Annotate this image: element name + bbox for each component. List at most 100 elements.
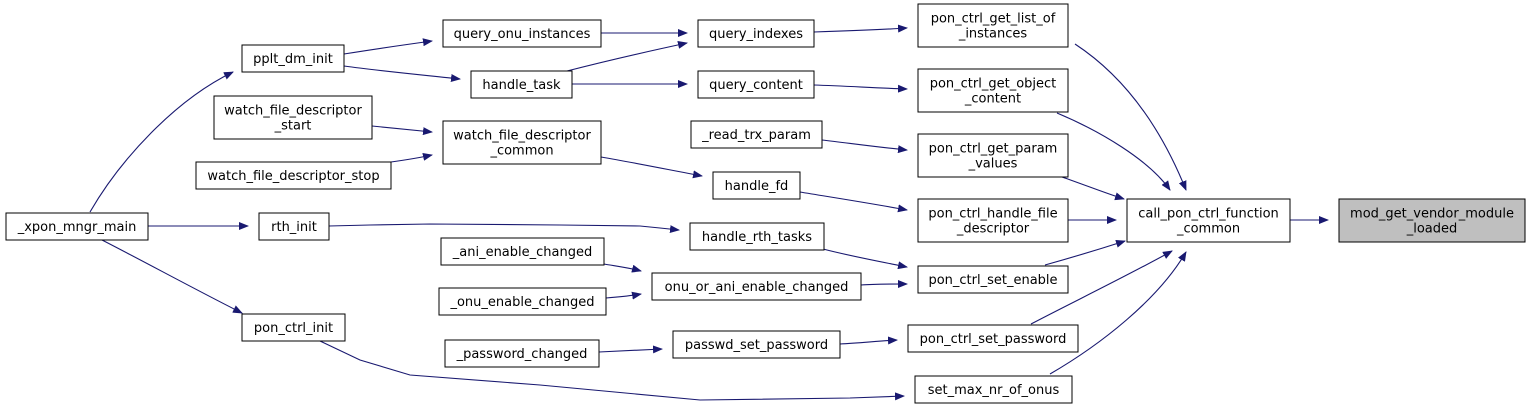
node-box	[258, 212, 330, 241]
node-label: pon_ctrl_handle_file	[928, 207, 1057, 222]
edge-arrow	[600, 156, 703, 179]
node-call[interactable]: call_pon_ctrl_function_common	[1126, 198, 1291, 243]
node-label: handle_task	[482, 78, 561, 93]
edge-arrow	[101, 239, 243, 314]
node-htask[interactable]: handle_task	[470, 70, 573, 99]
edge-qcontent-to-getobj	[813, 84, 908, 93]
edge-setmax-to-call	[1049, 251, 1187, 375]
node-label: mod_get_vendor_module	[1350, 207, 1514, 222]
node-setpass[interactable]: pon_ctrl_set_password	[907, 324, 1079, 353]
node-setmax[interactable]: set_max_nr_of_onus	[914, 375, 1073, 404]
edge-arrow	[371, 125, 433, 136]
node-xpon[interactable]: _xpon_mngr_main	[5, 212, 149, 241]
node-readtrx[interactable]: _read_trx_param	[690, 120, 823, 149]
node-box	[1126, 198, 1291, 243]
node-passwdset[interactable]: passwd_set_password	[672, 330, 841, 359]
node-box	[651, 272, 862, 301]
edge-getobj-to-call	[1056, 112, 1171, 191]
node-label: _ani_enable_changed	[452, 245, 592, 260]
node-box	[470, 70, 573, 99]
node-label: _password_changed	[456, 347, 588, 362]
node-box	[195, 161, 392, 190]
node-onuorani[interactable]: onu_or_ani_enable_changed	[651, 272, 862, 301]
node-handlefile[interactable]: pon_ctrl_handle_file_descriptor	[917, 198, 1069, 243]
edge-arrow	[390, 152, 433, 163]
edge-arrow	[813, 24, 908, 33]
edge-arrow	[1044, 239, 1126, 266]
node-label: query_onu_instances	[454, 27, 591, 42]
edge-pwch-to-passwdset	[598, 345, 663, 354]
node-aniech[interactable]: _ani_enable_changed	[440, 237, 605, 266]
node-box	[917, 265, 1069, 294]
edge-watchstart-to-watchcommon	[371, 125, 433, 136]
node-box	[697, 70, 815, 99]
node-onuech[interactable]: _onu_enable_changed	[438, 287, 607, 316]
edge-watchstop-to-watchcommon	[390, 152, 433, 163]
node-qcontent[interactable]: query_content	[697, 70, 815, 99]
node-getobj[interactable]: pon_ctrl_get_object_content	[917, 68, 1069, 113]
node-box	[5, 212, 149, 241]
node-box	[442, 120, 602, 165]
edge-arrow	[566, 40, 688, 72]
edge-arrow	[598, 345, 663, 354]
node-label: rth_init	[271, 220, 317, 235]
node-label: _values	[968, 157, 1018, 172]
node-label: _read_trx_param	[701, 128, 811, 143]
node-ppltinit[interactable]: pplt_dm_init	[241, 44, 345, 73]
node-watchstart[interactable]: watch_file_descriptor_start	[213, 95, 373, 140]
node-label: pon_ctrl_set_password	[920, 332, 1067, 347]
node-box	[917, 133, 1069, 178]
node-label: _common	[489, 144, 553, 159]
node-box	[241, 44, 345, 73]
edge-ppltinit-to-htask	[343, 65, 461, 83]
edge-arrow	[813, 84, 908, 93]
node-label: pon_ctrl_get_param	[929, 142, 1058, 157]
edge-arrow	[1056, 112, 1171, 191]
node-label: watch_file_descriptor	[453, 129, 591, 144]
node-qonu[interactable]: query_onu_instances	[442, 19, 602, 48]
node-box	[440, 237, 605, 266]
node-label: _xpon_mngr_main	[17, 220, 137, 235]
edge-htask-to-qidx	[566, 40, 688, 72]
node-mod[interactable]: mod_get_vendor_module_loaded	[1338, 198, 1526, 243]
node-box	[672, 330, 841, 359]
node-label: _instances	[958, 27, 1028, 42]
node-label: call_pon_ctrl_function	[1138, 207, 1279, 222]
node-box	[917, 3, 1069, 48]
node-label: pon_ctrl_set_enable	[928, 273, 1057, 288]
node-rthinit[interactable]: rth_init	[258, 212, 330, 241]
node-label: _start	[274, 119, 312, 134]
node-box	[241, 313, 346, 342]
node-label: pon_ctrl_init	[254, 321, 333, 336]
edge-handlerth-to-setenable	[822, 248, 908, 270]
node-label: _onu_enable_changed	[449, 295, 594, 310]
node-box	[1338, 198, 1526, 243]
node-qidx[interactable]: query_indexes	[697, 19, 815, 48]
node-poninit[interactable]: pon_ctrl_init	[241, 313, 346, 342]
node-label: set_max_nr_of_onus	[928, 383, 1060, 398]
edge-setenable-to-call	[1044, 239, 1126, 266]
node-label: query_indexes	[709, 27, 803, 42]
node-pwch[interactable]: _password_changed	[444, 339, 600, 368]
edges-layer	[89, 24, 1329, 401]
node-label: _descriptor	[956, 222, 1030, 237]
node-label: query_content	[709, 78, 803, 93]
edge-xpon-to-poninit	[101, 239, 243, 314]
edge-arrow	[1049, 251, 1187, 375]
node-label: handle_rth_tasks	[702, 230, 812, 245]
node-box	[213, 95, 373, 140]
node-handlefd[interactable]: handle_fd	[712, 171, 801, 200]
node-getparam[interactable]: pon_ctrl_get_param_values	[917, 133, 1069, 178]
node-watchstop[interactable]: watch_file_descriptor_stop	[195, 161, 392, 190]
node-box	[442, 19, 602, 48]
edge-arrow	[860, 280, 908, 289]
node-box	[444, 339, 600, 368]
node-setenable[interactable]: pon_ctrl_set_enable	[917, 265, 1069, 294]
node-getlist[interactable]: pon_ctrl_get_list_of_instances	[917, 3, 1069, 48]
edge-onuorani-to-setenable	[860, 280, 908, 289]
edge-arrow	[822, 248, 908, 270]
edge-getparam-to-call	[1061, 176, 1125, 201]
node-watchcommon[interactable]: watch_file_descriptor_common	[442, 120, 602, 165]
node-handlerth[interactable]: handle_rth_tasks	[689, 222, 825, 251]
